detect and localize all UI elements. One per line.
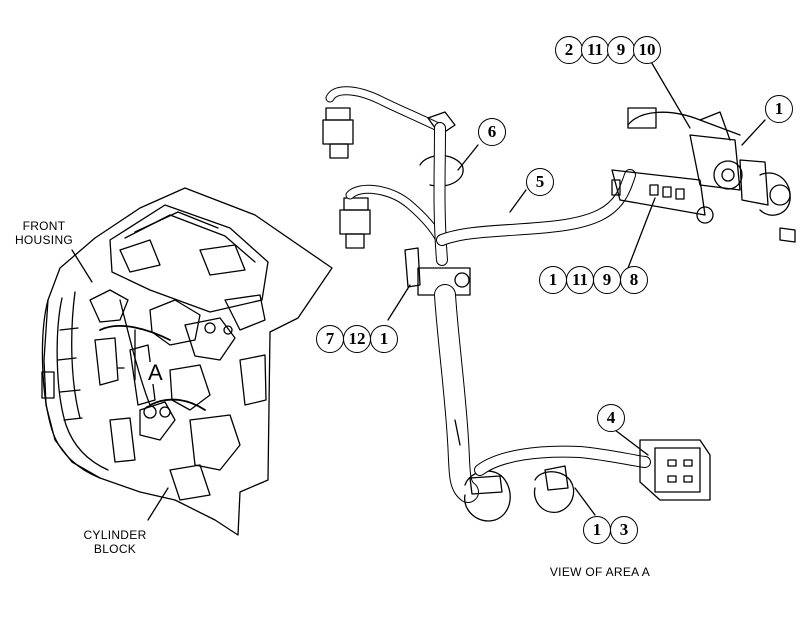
callout-bubble: 4 [597, 404, 625, 432]
cylinder-block-line1: CYLINDER [83, 528, 147, 542]
callout-bubble: 9 [607, 36, 635, 64]
harness-illustration [322, 86, 796, 522]
callout-bubble: 11 [581, 36, 609, 64]
engine-illustration [41, 187, 333, 536]
callout-bubble: 5 [526, 168, 554, 196]
callout-bubble: 1 [583, 516, 611, 544]
callout-bubble: 6 [478, 118, 506, 146]
callout-bubble: 12 [343, 325, 371, 353]
callout-bubble: 3 [610, 516, 638, 544]
front-housing-line1: FRONT [22, 219, 66, 233]
callout-bubble: 8 [620, 266, 648, 294]
cylinder-block-label: CYLINDER BLOCK [80, 528, 150, 556]
front-housing-line2: HOUSING [14, 233, 74, 247]
view-caption: VIEW OF AREA A [549, 565, 651, 579]
callout-bubble: 2 [555, 36, 583, 64]
callout-bubble: 1 [539, 266, 567, 294]
callout-bubble: 10 [633, 36, 661, 64]
callout-bubble: 7 [316, 325, 344, 353]
callout-bubble: 1 [765, 95, 793, 123]
front-housing-label: FRONT HOUSING [14, 219, 74, 247]
callout-bubble: 11 [566, 266, 594, 294]
area-a-marker: A [146, 360, 165, 385]
callout-bubble: 1 [370, 325, 398, 353]
cylinder-block-line2: BLOCK [93, 542, 137, 556]
callout-bubble: 9 [593, 266, 621, 294]
